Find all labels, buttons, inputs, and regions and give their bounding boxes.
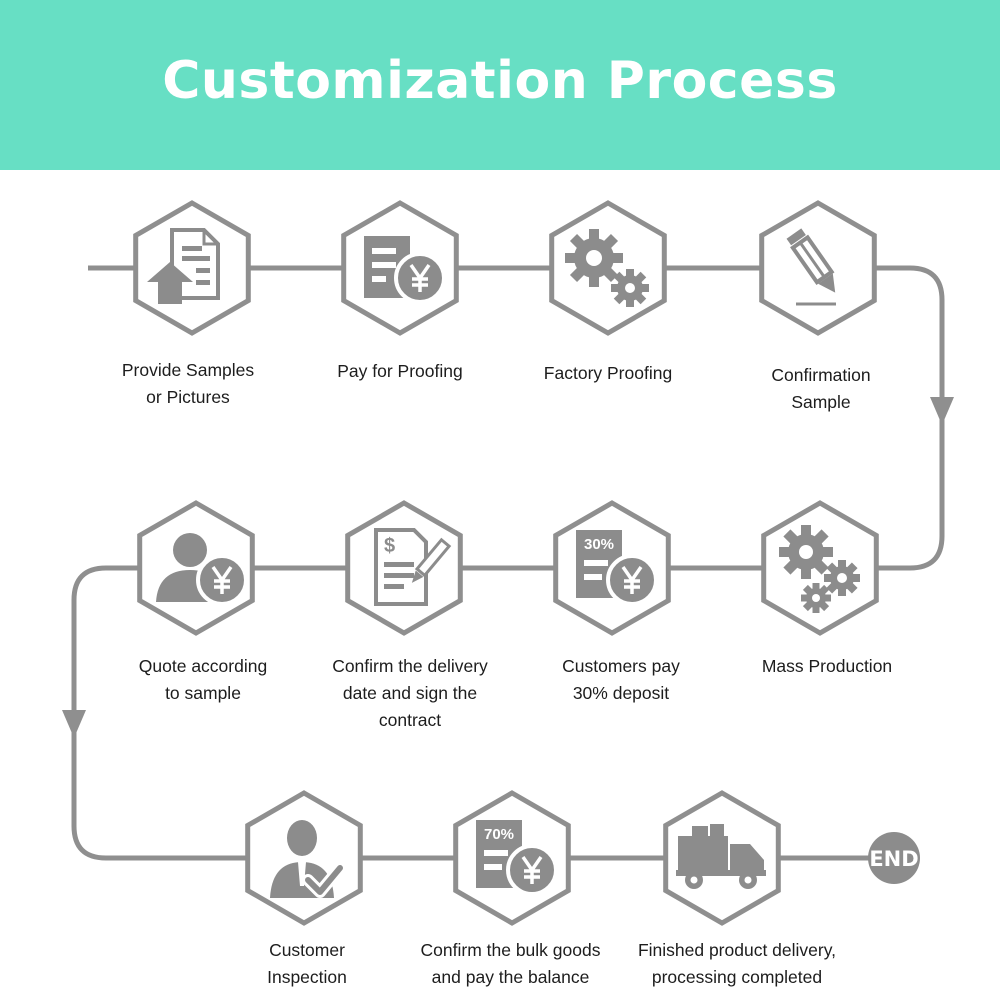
deposit-yen-icon: 30% <box>576 530 658 606</box>
step-10-hexagon: 70% <box>456 793 569 923</box>
step-label: Confirm the delivery date and sign the c… <box>332 656 488 730</box>
deposit-badge: 30% <box>584 536 614 553</box>
step-label: Confirmation Sample <box>771 365 871 412</box>
step-1-hexagon <box>136 203 249 333</box>
step-label: Finished product delivery, processing co… <box>637 940 837 987</box>
page-title: Customization Process <box>162 51 838 111</box>
step-2-hexagon <box>344 203 457 333</box>
svg-text:$: $ <box>384 535 395 557</box>
gears-icon <box>565 229 649 307</box>
flow-arrow-down-right <box>930 397 954 425</box>
delivery-truck-icon <box>676 824 766 889</box>
end-marker: END <box>868 832 920 884</box>
contract-sign-icon: $ <box>374 528 452 606</box>
step-label: Confirm the bulk goods and pay the balan… <box>420 940 601 987</box>
step-label: Factory Proofing <box>543 363 673 383</box>
step-label: Customer Inspection <box>267 940 347 987</box>
upload-document-icon <box>147 228 220 304</box>
person-yen-icon <box>156 533 248 606</box>
three-gears-icon <box>779 525 860 613</box>
pencil-icon <box>786 228 836 306</box>
step-7-hexagon: $ <box>348 503 461 633</box>
step-11-hexagon <box>666 793 779 923</box>
end-label: END <box>869 847 918 871</box>
step-5-hexagon <box>764 503 877 633</box>
inspector-check-icon <box>270 820 346 898</box>
balance-badge: 70% <box>484 826 514 843</box>
step-8-hexagon <box>140 503 253 633</box>
step-label: Customers pay 30% deposit <box>562 656 680 703</box>
step-4-hexagon <box>762 203 875 333</box>
step-label: Mass Production <box>761 656 893 676</box>
invoice-yen-icon <box>364 236 446 304</box>
header-banner: Customization Process <box>0 0 1000 170</box>
step-6-hexagon: 30% <box>556 503 669 633</box>
flow-arrow-down-left <box>62 710 86 738</box>
step-label: Quote according to sample <box>138 656 268 703</box>
step-label: Pay for Proofing <box>337 361 463 381</box>
step-9-hexagon <box>248 793 361 923</box>
step-3-hexagon <box>552 203 665 333</box>
balance-yen-icon: 70% <box>476 820 558 896</box>
step-label: Provide Samples or Pictures <box>121 360 255 407</box>
flow-connector-line <box>71 265 945 861</box>
